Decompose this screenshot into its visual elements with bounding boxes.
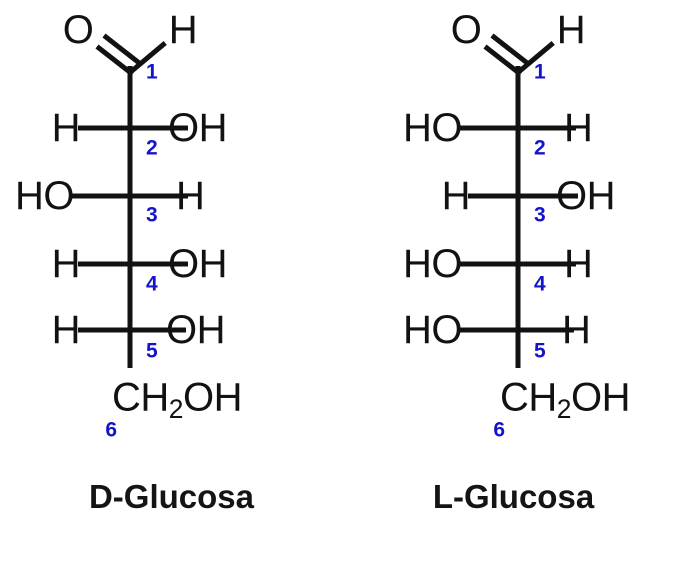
carbon-number-5: 5	[146, 339, 158, 363]
carbon-number-5: 5	[534, 339, 546, 363]
terminal-subscript: 2	[556, 393, 572, 424]
carbon-number-2: 2	[146, 136, 158, 160]
terminal-group-ch2oh: CH2OH	[500, 378, 630, 423]
carbonyl-double-bond-stroke-inner	[490, 33, 530, 66]
substituent-right-c3: OH	[556, 174, 616, 218]
carbon-number-6: 6	[493, 418, 505, 442]
carbon-number-3: 3	[534, 203, 546, 227]
substituent-left-c3: H	[441, 174, 471, 218]
terminal-subscript: 2	[168, 393, 184, 424]
terminal-suffix: OH	[570, 375, 631, 420]
substituent-left-c2: H	[51, 106, 81, 150]
substituent-left-c4: H	[51, 242, 81, 286]
bond-horizontal-c5	[460, 327, 574, 333]
substituent-right-c2: OH	[168, 106, 228, 150]
molecule-d-glucose: O H H OH HO H H OH H OH CH2OH 1 2 3 4 5	[15, 8, 255, 515]
substituent-left-c2: HO	[403, 106, 463, 150]
aldehyde-oxygen-label: O	[450, 8, 482, 52]
bond-horizontal-c3	[72, 193, 188, 199]
substituent-right-c5: H	[562, 308, 591, 352]
carbon-backbone-chain	[515, 66, 521, 368]
bond-horizontal-c4	[78, 261, 188, 267]
substituent-right-c2: H	[564, 106, 593, 150]
bond-horizontal-c2	[78, 125, 188, 131]
substituent-right-c4: OH	[168, 242, 228, 286]
molecule-caption-l: L-Glucosa	[432, 478, 595, 515]
bond-horizontal-c3	[468, 193, 578, 199]
carbonyl-double-bond-stroke-inner	[102, 33, 142, 66]
substituent-left-c4: HO	[403, 242, 463, 286]
substituent-right-c4: H	[564, 242, 593, 286]
carbon-number-4: 4	[146, 272, 158, 296]
substituent-left-c5: H	[51, 308, 81, 352]
molecule-caption-d: D-Glucosa	[88, 478, 255, 515]
bond-horizontal-c4	[460, 261, 576, 267]
substituent-right-c3: H	[176, 174, 205, 218]
molecule-l-glucose: O H HO H H OH HO H HO H CH2OH 1 2 3 4 5	[342, 0, 685, 561]
terminal-suffix: OH	[182, 375, 243, 420]
substituent-right-c5: OH	[166, 308, 226, 352]
aldehyde-hydrogen-label: H	[556, 8, 586, 52]
aldehyde-hydrogen-label: H	[168, 8, 198, 52]
aldehyde-oxygen-label: O	[62, 8, 94, 52]
carbon-number-6: 6	[105, 418, 117, 442]
carbon-number-2: 2	[534, 136, 546, 160]
bond-horizontal-c5	[78, 327, 186, 333]
carbon-number-3: 3	[146, 203, 158, 227]
substituent-left-c5: HO	[403, 308, 463, 352]
terminal-prefix: CH	[500, 375, 557, 420]
carbon-number-1: 1	[534, 60, 546, 84]
terminal-group-ch2oh: CH2OH	[112, 378, 242, 423]
carbon-number-1: 1	[146, 60, 158, 84]
terminal-prefix: CH	[112, 375, 169, 420]
carbon-backbone-chain	[127, 66, 133, 368]
bond-horizontal-c2	[460, 125, 576, 131]
carbon-number-4: 4	[534, 272, 546, 296]
substituent-left-c3: HO	[15, 174, 75, 218]
